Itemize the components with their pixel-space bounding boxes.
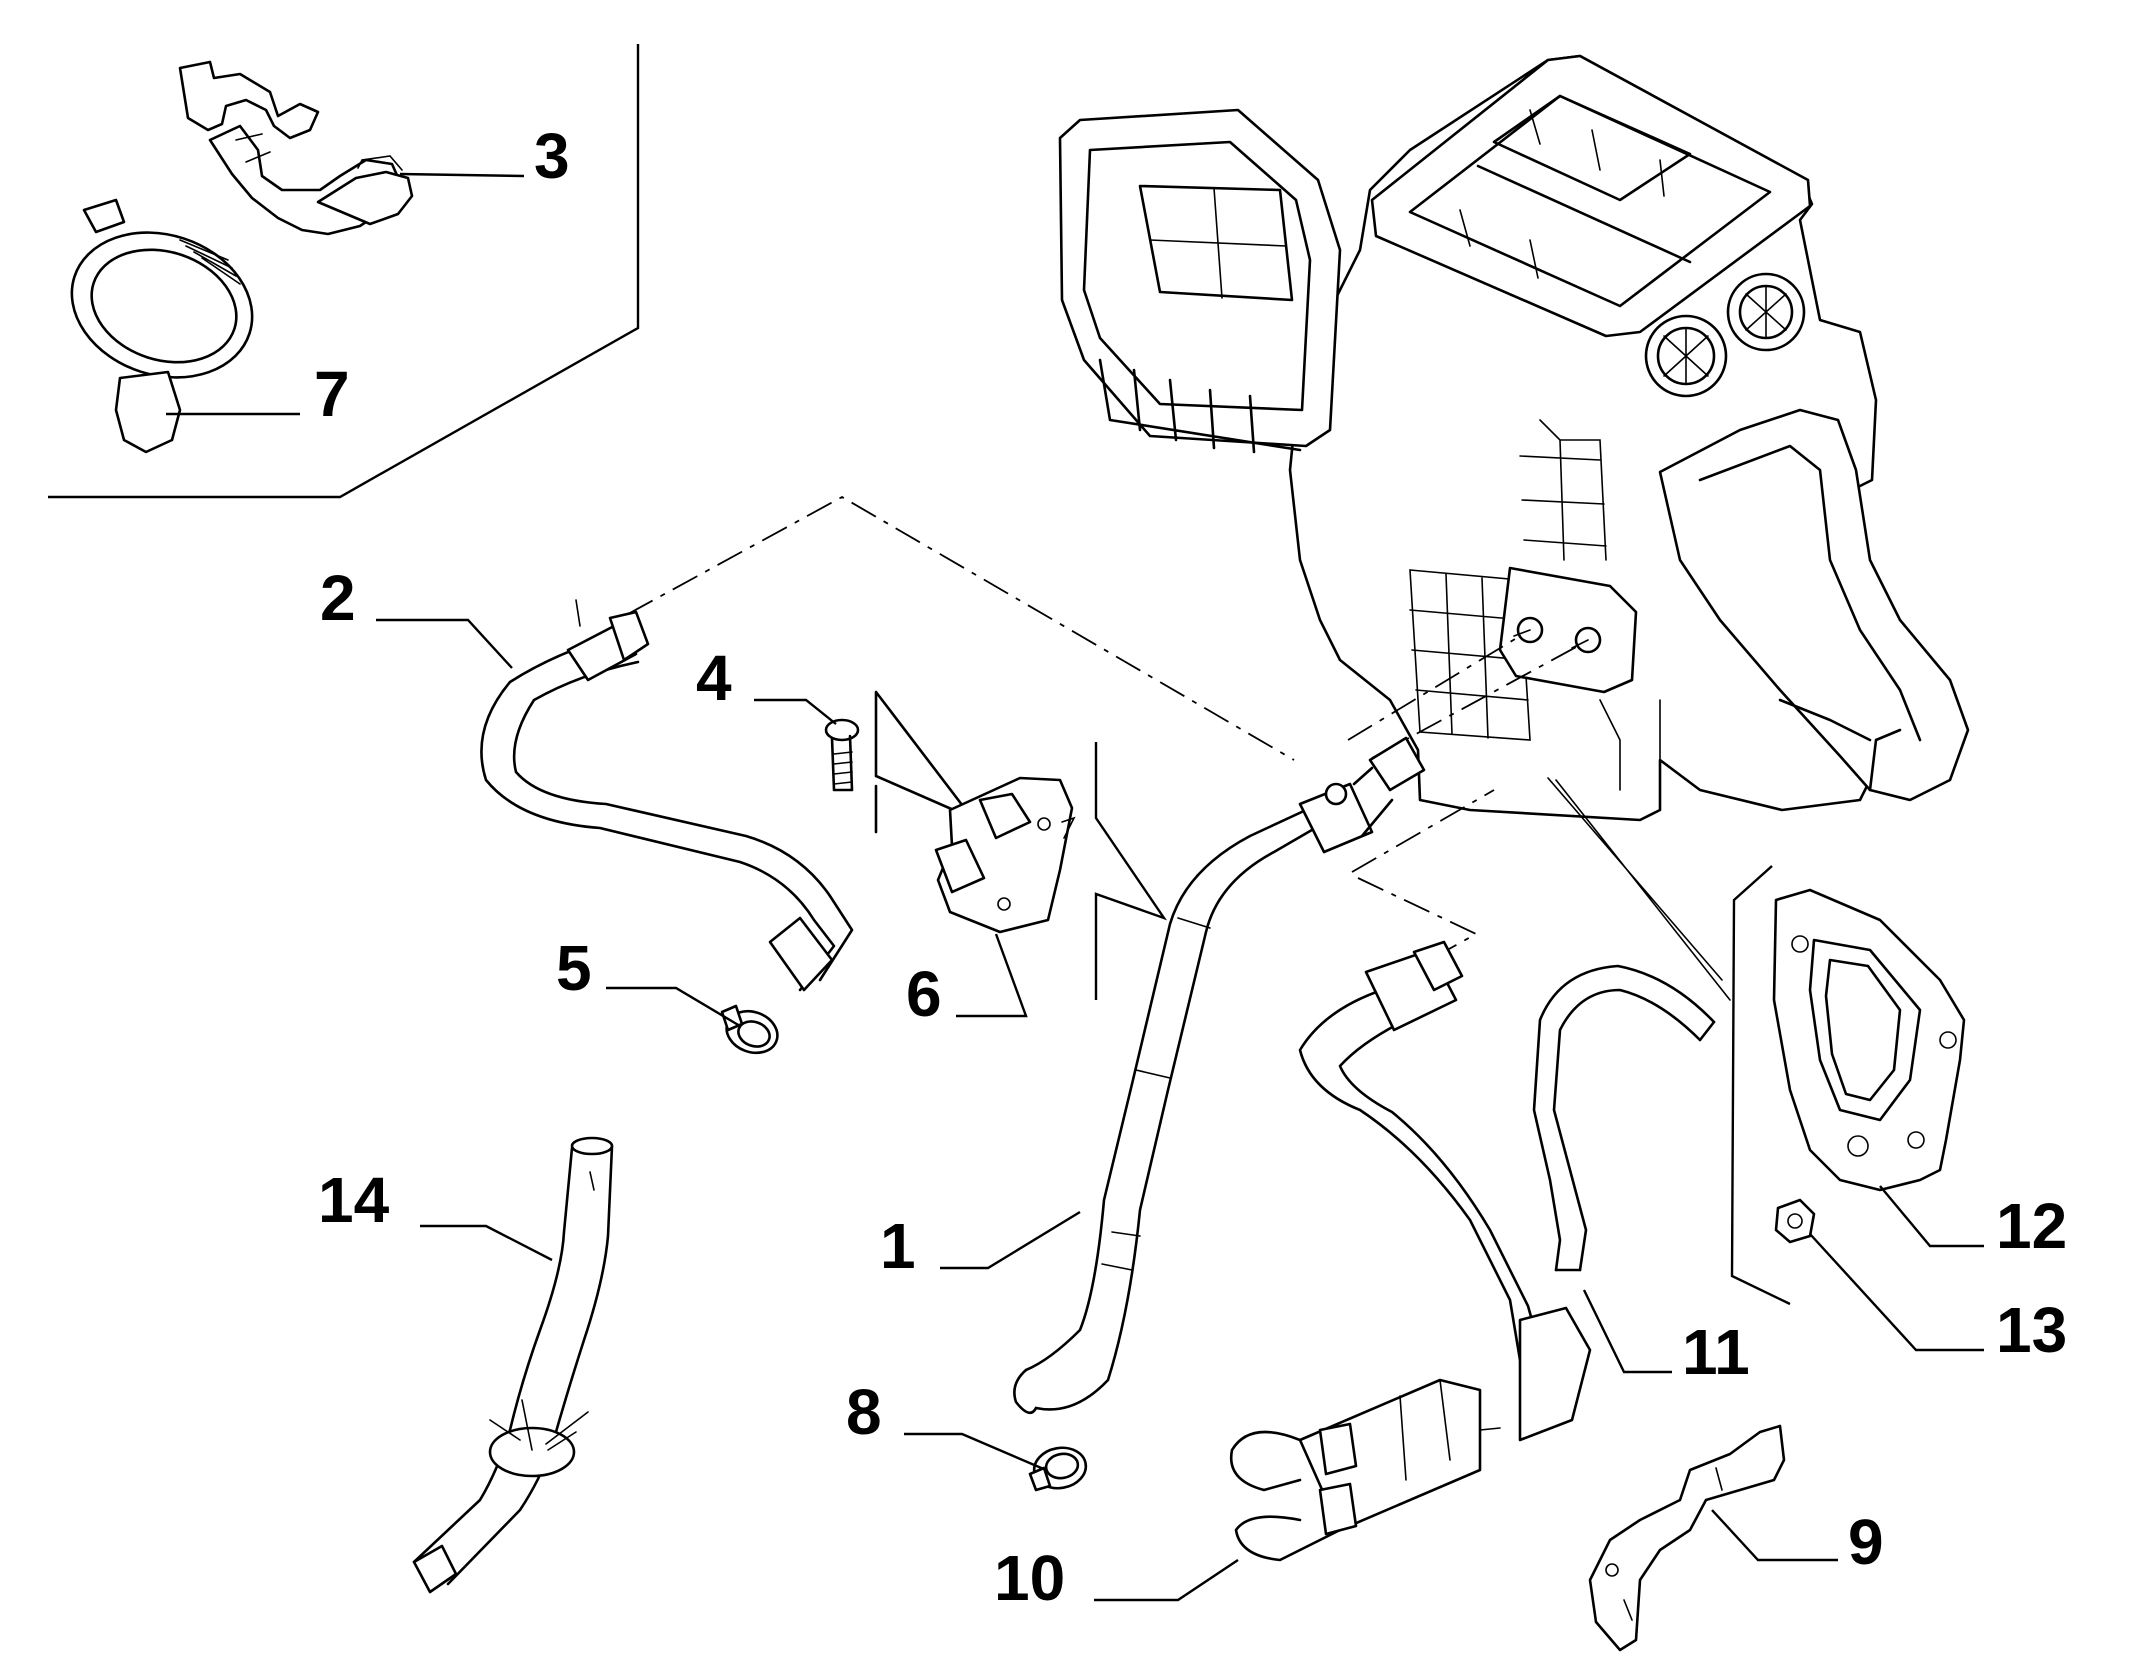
part-5-clamp: [720, 1004, 779, 1055]
callout-11: 11: [1682, 1316, 1750, 1388]
callout-6: 6: [906, 958, 942, 1030]
callout-7: 7: [314, 358, 350, 430]
callout-1: 1: [880, 1210, 916, 1282]
leader-lines: [166, 172, 1984, 1602]
callout-5: 5: [556, 932, 592, 1004]
inset-frame: [48, 44, 640, 499]
part-11-hose: [1532, 964, 1716, 1272]
part-2-hose: [480, 599, 854, 992]
part-8-clamp: [1028, 1446, 1088, 1492]
part-3-clip: [178, 60, 414, 236]
reference-lines: [1094, 742, 1791, 1306]
callout-10: 10: [994, 1542, 1066, 1614]
part-9-bracket: [1588, 1424, 1786, 1652]
callout-14: 14: [318, 1164, 390, 1236]
part-10-hose-assembly: [1229, 940, 1592, 1562]
part-4-bolt: [824, 718, 860, 792]
part-7-band-clamp: [70, 198, 254, 454]
callout-2: 2: [320, 562, 356, 634]
callout-13: 13: [1996, 1294, 2068, 1366]
callout-8: 8: [846, 1376, 882, 1448]
heater-housing: [1058, 54, 1970, 822]
callout-9: 9: [1848, 1506, 1884, 1578]
callout-12: 12: [1996, 1190, 2068, 1262]
part-12-gasket: [1772, 888, 1966, 1192]
part-1-hose: [1013, 736, 1426, 1415]
callout-4: 4: [696, 642, 732, 714]
part-6-valve-bracket: [874, 690, 1076, 934]
part-14-hose: [412, 1136, 614, 1594]
part-13-nut: [1774, 1198, 1816, 1244]
callout-3: 3: [534, 120, 570, 192]
